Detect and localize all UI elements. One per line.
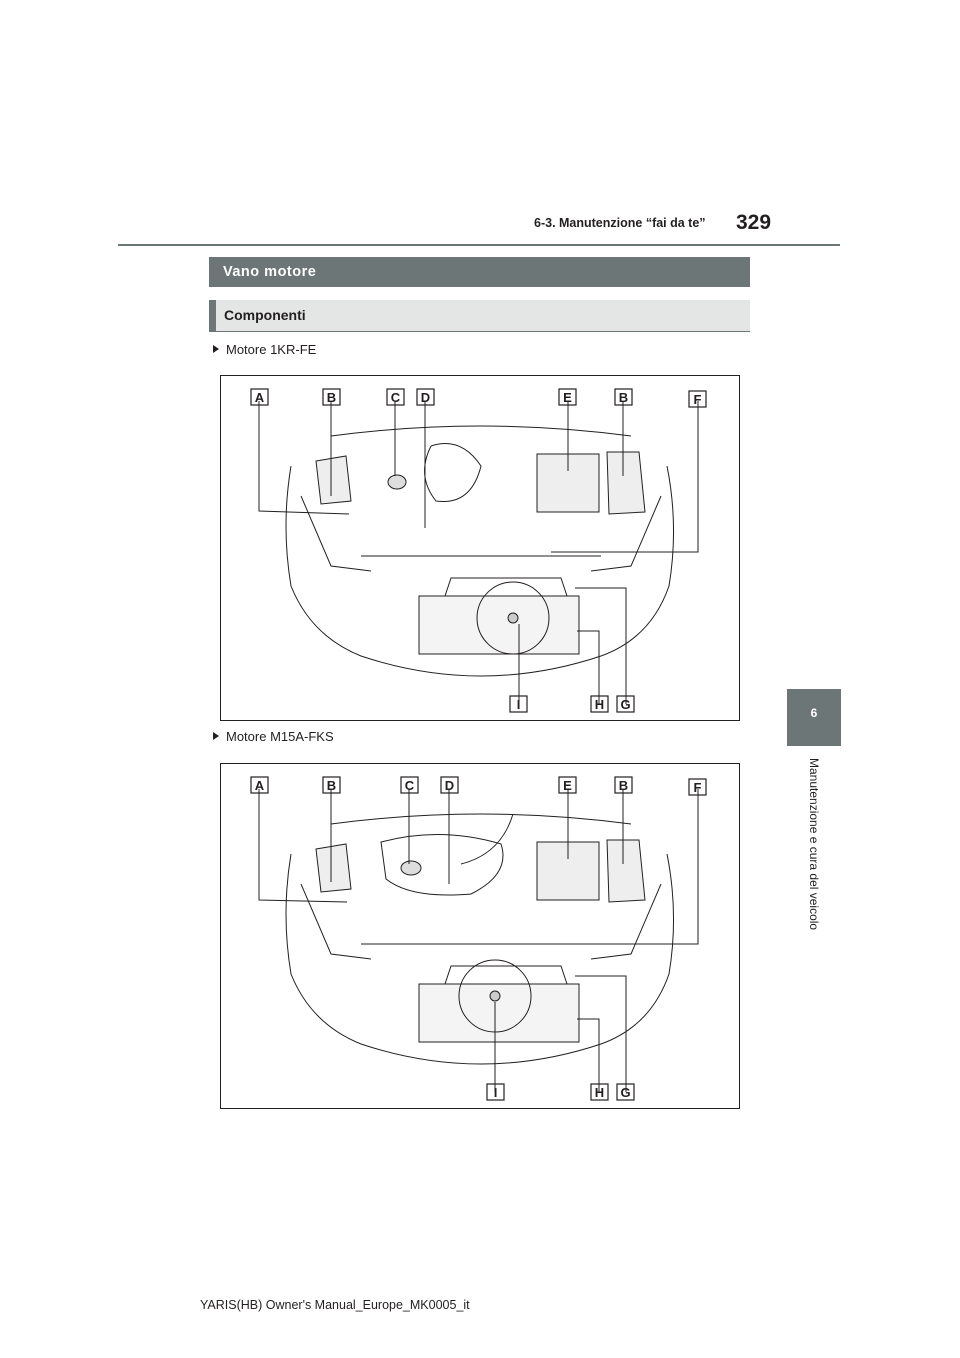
engine-bay-illustration-1: A B C D E B F I H G <box>250 388 707 713</box>
label-f: F <box>694 780 702 795</box>
label-i: I <box>517 697 521 712</box>
sub-heading: Componenti <box>209 300 750 332</box>
main-heading: Vano motore <box>209 257 750 287</box>
label-b: B <box>327 778 336 793</box>
label-b: B <box>619 390 628 405</box>
engine-diagram-m15a: A B C D E B F I H G <box>220 763 740 1109</box>
engine-bay-illustration-2: A B C D E B F I H G <box>250 776 707 1101</box>
chapter-title-vertical: Manutenzione e cura del veicolo <box>807 758 821 931</box>
label-a: A <box>255 778 265 793</box>
label-d: D <box>445 778 454 793</box>
label-i: I <box>494 1085 498 1100</box>
bullet-triangle-icon <box>213 345 219 353</box>
label-e: E <box>563 778 572 793</box>
label-d: D <box>421 390 430 405</box>
chapter-tab: 6 <box>787 689 841 746</box>
page-number: 329 <box>736 211 772 234</box>
figure-2-caption: Motore M15A-FKS <box>213 729 334 744</box>
label-h: H <box>595 697 604 712</box>
label-b: B <box>327 390 336 405</box>
footer-manual-id: YARIS(HB) Owner's Manual_Europe_MK0005_i… <box>200 1298 470 1312</box>
figure-1-caption: Motore 1KR-FE <box>213 342 316 357</box>
label-c: C <box>391 390 401 405</box>
header-rule <box>118 244 840 246</box>
engine-diagram-1kr: A B C D E B F I H G <box>220 375 740 721</box>
label-c: C <box>405 778 415 793</box>
bullet-triangle-icon <box>213 732 219 740</box>
label-e: E <box>563 390 572 405</box>
section-title: 6-3. Manutenzione “fai da te” <box>534 216 706 230</box>
label-f: F <box>694 392 702 407</box>
label-h: H <box>595 1085 604 1100</box>
label-b: B <box>619 778 628 793</box>
label-g: G <box>620 697 630 712</box>
label-a: A <box>255 390 265 405</box>
label-g: G <box>620 1085 630 1100</box>
